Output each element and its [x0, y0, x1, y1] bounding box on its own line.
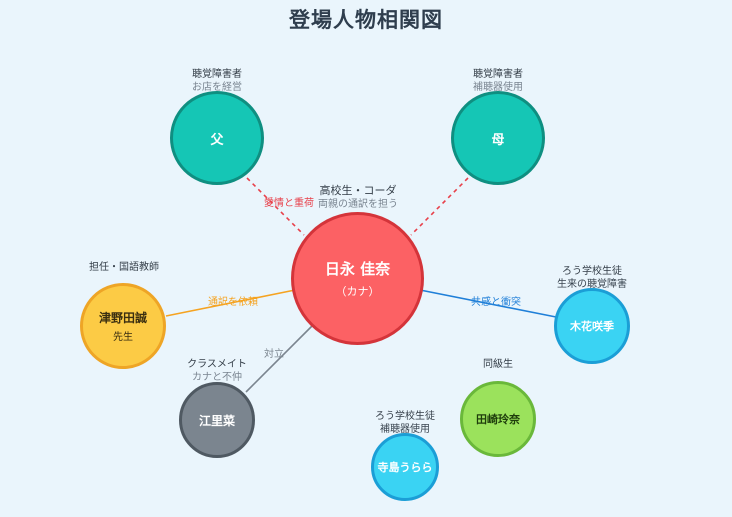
mother-desc: 補聴器使用 [473, 82, 523, 93]
kibana-node[interactable]: 木花咲季 [554, 288, 630, 364]
tsuno-role: 担任・国語教師 [89, 262, 159, 273]
edge-label-tsuno: 通訳を依頼 [208, 297, 258, 308]
tazaki-role: 同級生 [483, 359, 513, 370]
terashima-role: ろう学校生徒 [375, 411, 435, 422]
kibana-name: 木花咲季 [570, 320, 614, 333]
kibana-role: ろう学校生徒 [562, 266, 622, 277]
hinaga-desc: 両親の通訳を担う [318, 199, 398, 210]
father-name: 父 [210, 132, 224, 148]
erina-node[interactable]: 江里菜 [179, 382, 255, 458]
edge-label-erina: 対立 [264, 349, 284, 360]
father-role: 聴覚障害者 [192, 69, 242, 80]
hinaga-caption: 高校生・コーダ 両親の通訳を担う [278, 184, 438, 211]
edge-erina [245, 317, 321, 393]
mother-name: 母 [491, 132, 505, 148]
terashima-desc: 補聴器使用 [380, 424, 430, 435]
terashima-name: 寺島うらら [377, 461, 433, 474]
erina-role: クラスメイト [187, 359, 247, 370]
tazaki-caption: 同級生 [418, 358, 578, 371]
tsuno-caption: 担任・国語教師 [44, 261, 204, 274]
hinaga-role: 高校生・コーダ [319, 184, 397, 197]
edge-tsuno [165, 288, 301, 317]
tazaki-name: 田崎玲奈 [476, 413, 520, 426]
hinaga-node[interactable]: 日永 佳奈 （カナ） [291, 212, 424, 345]
terashima-node[interactable]: 寺島うらら [371, 433, 439, 501]
father-node[interactable]: 父 [170, 91, 264, 185]
edge-label-father: 愛情と重荷 [264, 198, 314, 209]
terashima-caption: ろう学校生徒 補聴器使用 [325, 410, 485, 436]
father-desc: お店を経営 [192, 82, 242, 93]
tazaki-node[interactable]: 田崎玲奈 [460, 381, 536, 457]
kibana-desc: 生来の聴覚障害 [557, 279, 627, 290]
edge-kibana [414, 288, 557, 318]
diagram-title: 登場人物相関図 [289, 8, 443, 32]
edge-father [246, 177, 305, 236]
hinaga-sub: （カナ） [335, 285, 380, 298]
mother-role: 聴覚障害者 [473, 69, 523, 80]
erina-caption: クラスメイト カナと不仲 [137, 358, 297, 384]
erina-desc: カナと不仲 [192, 372, 242, 383]
mother-node[interactable]: 母 [451, 91, 545, 185]
edge-mother [410, 177, 469, 236]
tsuno-node[interactable]: 津野田誠 先生 [80, 283, 166, 369]
tsuno-name: 津野田誠 [98, 311, 147, 325]
tsuno-sub: 先生 [113, 332, 133, 343]
hinaga-name: 日永 佳奈 [324, 260, 391, 278]
edge-label-kibana: 共感と衝突 [471, 297, 521, 308]
erina-name: 江里菜 [198, 413, 235, 428]
mother-caption: 聴覚障害者 補聴器使用 [418, 68, 578, 94]
kibana-caption: ろう学校生徒 生来の聴覚障害 [512, 265, 672, 291]
father-caption: 聴覚障害者 お店を経営 [137, 68, 297, 94]
